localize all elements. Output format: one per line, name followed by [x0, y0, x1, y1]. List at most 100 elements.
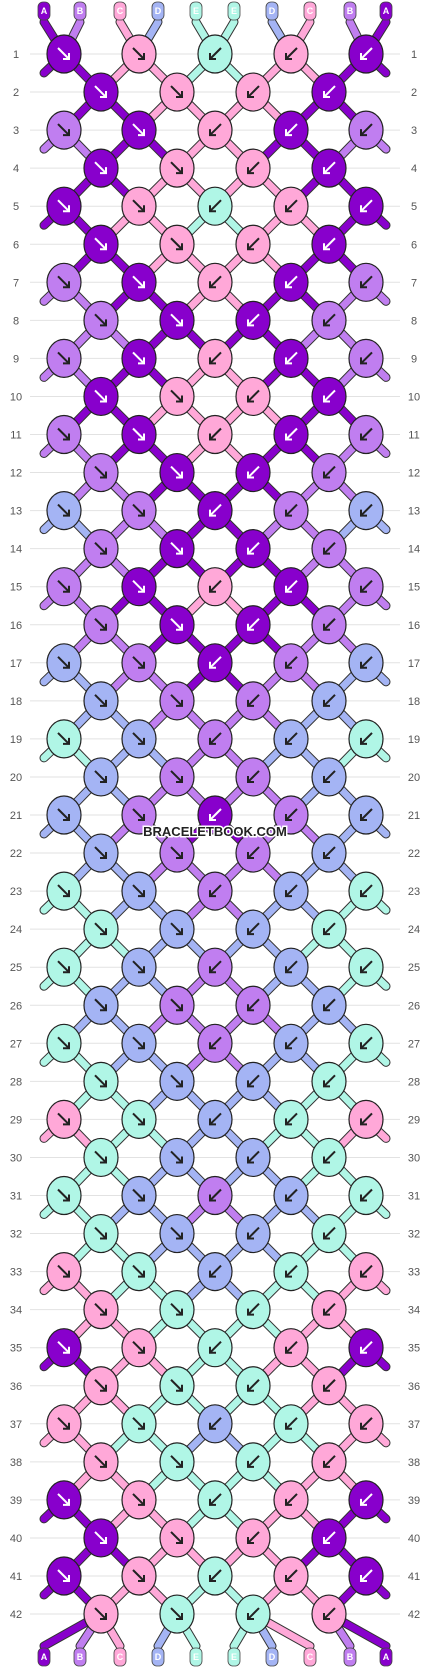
- knot-arrow-icon: [132, 1036, 145, 1050]
- knot-arrow-icon: [57, 351, 70, 365]
- knot: [159, 1518, 195, 1558]
- knot: [348, 186, 384, 226]
- knot-arrowhead-icon: [323, 1613, 330, 1621]
- knot: [311, 376, 347, 417]
- knot-arrowhead-icon: [63, 585, 70, 593]
- knot: [197, 719, 233, 759]
- knot: [348, 1480, 384, 1520]
- knot-arrowhead-icon: [100, 1232, 107, 1240]
- knot-arrowhead-icon: [138, 737, 145, 745]
- row-number-left: 19: [10, 734, 22, 746]
- knot-arrow-icon: [209, 1036, 222, 1050]
- knot-arrow-icon: [247, 161, 260, 174]
- row-number-left: 21: [10, 810, 22, 822]
- knot-arrow-icon: [360, 1340, 373, 1354]
- knot-arrowhead-icon: [285, 1498, 292, 1506]
- knot: [235, 1594, 271, 1634]
- knot-arrow-icon: [170, 694, 183, 707]
- knot: [83, 1061, 119, 1101]
- row-number-right: 15: [408, 582, 420, 594]
- row-number-right: 28: [408, 1076, 420, 1088]
- knot-arrow-icon: [209, 732, 222, 745]
- knot-arrow-icon: [247, 85, 260, 98]
- strand-letter-tab: [73, 1, 87, 21]
- knot-arrow-icon: [247, 922, 260, 935]
- knot: [273, 491, 309, 531]
- knot: [235, 300, 271, 340]
- knot-arrow-icon: [209, 427, 222, 441]
- knot-arrowhead-icon: [138, 1575, 145, 1582]
- knot-arrowhead-icon: [100, 1004, 107, 1012]
- strand-letter: C: [307, 1652, 314, 1662]
- knot-arrowhead-icon: [209, 661, 216, 669]
- row-number-left: 31: [10, 1191, 22, 1203]
- knot: [159, 529, 195, 569]
- knot-arrow-icon: [170, 1531, 183, 1544]
- knot-arrow-icon: [285, 123, 298, 136]
- row-number-left: 1: [13, 49, 19, 61]
- row-number-left: 13: [10, 506, 22, 518]
- knot: [121, 1404, 157, 1444]
- knot-arrowhead-icon: [209, 1118, 216, 1126]
- row-number-left: 4: [13, 163, 19, 175]
- strand-letter-tab: [113, 1647, 127, 1667]
- knot-arrowhead-icon: [285, 205, 292, 213]
- knot: [159, 148, 195, 188]
- watermark: BRACELETBOOK.COM: [143, 824, 287, 839]
- row-number-right: 20: [408, 772, 420, 784]
- knot-arrowhead-icon: [100, 319, 107, 327]
- strand-letter-tab: [303, 1647, 317, 1667]
- knot: [83, 1137, 119, 1178]
- row-number-left: 15: [10, 582, 22, 594]
- knot: [311, 1061, 347, 1101]
- strand-letter-tab: [151, 1647, 165, 1667]
- knot-arrowhead-icon: [285, 661, 292, 669]
- knot-arrow-icon: [94, 1607, 107, 1620]
- knot: [348, 1328, 384, 1368]
- row-number-left: 34: [10, 1305, 22, 1317]
- knot-arrow-icon: [209, 1188, 222, 1202]
- knot-arrowhead-icon: [63, 53, 70, 60]
- knot-arrow-icon: [360, 199, 373, 212]
- knot: [311, 148, 347, 188]
- knot-arrowhead-icon: [323, 319, 330, 327]
- knot-arrowhead-icon: [323, 471, 330, 479]
- knot: [311, 1518, 347, 1558]
- knot-arrowhead-icon: [100, 1613, 107, 1621]
- strand-letter: E: [193, 1652, 199, 1662]
- knot-arrowhead-icon: [247, 775, 254, 783]
- knot: [273, 262, 309, 302]
- knot-arrow-icon: [57, 427, 70, 441]
- row-number-right: 25: [408, 962, 420, 974]
- knot: [159, 833, 195, 873]
- knot: [46, 1023, 82, 1063]
- knot: [235, 1518, 271, 1558]
- knot-arrowhead-icon: [285, 509, 292, 517]
- knot-arrowhead-icon: [247, 1004, 254, 1012]
- row-number-right: 19: [408, 734, 420, 746]
- knot: [83, 757, 119, 797]
- knot-arrow-icon: [209, 656, 222, 669]
- knot-arrowhead-icon: [360, 890, 367, 898]
- strand-letter: A: [41, 1652, 48, 1662]
- knot: [348, 1404, 384, 1444]
- knot-arrowhead-icon: [176, 1156, 183, 1164]
- knot-arrow-icon: [360, 1417, 373, 1430]
- knot-arrow-icon: [57, 1417, 70, 1430]
- knot-arrowhead-icon: [285, 585, 292, 593]
- knot-arrow-icon: [94, 998, 107, 1011]
- knot-arrow-icon: [170, 618, 183, 631]
- knot: [46, 1328, 82, 1368]
- knot: [311, 605, 347, 645]
- knot-arrowhead-icon: [63, 966, 70, 974]
- knot: [121, 338, 157, 378]
- knot-arrow-icon: [132, 123, 145, 136]
- knot-arrow-icon: [170, 389, 183, 403]
- knot-arrowhead-icon: [138, 814, 145, 821]
- knot: [311, 1290, 347, 1330]
- knot-arrow-icon: [323, 618, 336, 631]
- knot-arrow-icon: [323, 1074, 336, 1088]
- knot-arrowhead-icon: [247, 547, 254, 555]
- knot-arrowhead-icon: [323, 1004, 330, 1012]
- knot-arrowhead-icon: [63, 737, 70, 745]
